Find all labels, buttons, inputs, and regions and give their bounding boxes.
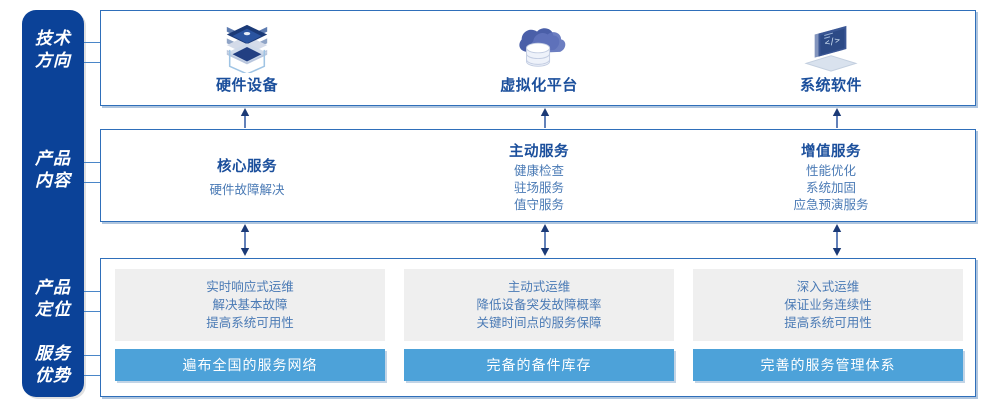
connector-line xyxy=(84,62,101,63)
rail-label-product-position: 产品 定位 xyxy=(22,277,84,321)
positioning-line: 提高系统可用性 xyxy=(784,316,872,330)
connector-line xyxy=(84,375,101,376)
rail-label-service-advantage: 服务 优势 xyxy=(22,343,84,387)
content-item: 应急预演服务 xyxy=(793,197,869,212)
positioning-line: 主动式运维 xyxy=(507,280,571,294)
category-rail xyxy=(22,10,84,397)
connector-line xyxy=(84,42,101,43)
rail-label-line: 产品 xyxy=(35,149,71,168)
laptop-code-icon: </> xyxy=(804,25,858,72)
rail-label-line: 技术 xyxy=(35,29,71,48)
content-column-value-added-service[interactable]: 增值服务 性能优化 系统加固 应急预演服务 xyxy=(685,130,977,223)
content-item: 值守服务 xyxy=(513,197,564,212)
connector-line xyxy=(84,182,101,183)
content-column-proactive-service[interactable]: 主动服务 健康检查 驻场服务 值守服务 xyxy=(393,130,685,223)
advantage-bar-label: 完善的服务管理体系 xyxy=(760,357,896,373)
positioning-line: 降低设备突发故障概率 xyxy=(476,298,602,312)
rail-label-tech-direction: 技术 方向 xyxy=(22,28,84,72)
arrow-up-hardware xyxy=(240,108,250,128)
positioning-line: 提高系统可用性 xyxy=(206,316,294,330)
rail-label-line: 定位 xyxy=(35,300,71,319)
content-item: 硬件故障解决 xyxy=(209,182,285,197)
positioning-line: 深入式运维 xyxy=(796,280,860,294)
content-column-core-service[interactable]: 核心服务 硬件故障解决 xyxy=(101,130,393,223)
content-item: 性能优化 xyxy=(805,163,856,178)
advantage-bar-label: 完备的备件库存 xyxy=(486,357,592,373)
tech-column-virtualization[interactable]: 虚拟化平台 xyxy=(393,11,685,107)
svg-text:</>: </> xyxy=(824,35,842,48)
positioning-line: 解决基本故障 xyxy=(212,298,288,312)
connector-line xyxy=(84,291,101,292)
connector-line xyxy=(84,311,101,312)
tech-column-system-software[interactable]: </> 系统软件 xyxy=(685,11,977,107)
tech-title: 系统软件 xyxy=(799,77,862,94)
arrow-double-value-added-service xyxy=(832,224,842,256)
tech-title: 虚拟化平台 xyxy=(500,77,578,94)
connector-line xyxy=(84,355,101,356)
server-stack-icon xyxy=(226,24,268,73)
positioning-card-indepth[interactable]: 深入式运维 保证业务连续性 提高系统可用性 xyxy=(693,269,963,341)
arrow-double-proactive-service xyxy=(540,224,550,256)
connector-line xyxy=(84,162,101,163)
product-content-panel: 核心服务 硬件故障解决 主动服务 健康检查 驻场服务 值守服务 增值服务 性能优… xyxy=(100,129,976,222)
positioning-line: 关键时间点的服务保障 xyxy=(476,316,602,330)
advantage-bar-spare-parts[interactable]: 完备的备件库存 xyxy=(404,349,674,381)
rail-label-line: 产品 xyxy=(35,278,71,297)
advantage-bar-label: 遍布全国的服务网络 xyxy=(182,357,318,373)
rail-label-line: 内容 xyxy=(35,171,71,190)
arrow-double-core-service xyxy=(240,224,250,256)
content-item: 系统加固 xyxy=(805,180,856,195)
positioning-advantage-panel: 实时响应式运维 解决基本故障 提高系统可用性 主动式运维 降低设备突发故障概率 … xyxy=(100,258,976,397)
content-title: 核心服务 xyxy=(217,158,277,175)
arrow-up-virtualization xyxy=(540,108,550,128)
tech-direction-panel: 硬件设备 虚拟化平台 xyxy=(100,10,976,106)
content-item: 健康检查 xyxy=(513,163,564,178)
positioning-line: 实时响应式运维 xyxy=(206,280,294,294)
content-title: 主动服务 xyxy=(509,143,569,160)
positioning-line: 保证业务连续性 xyxy=(784,298,872,312)
rail-label-line: 服务 xyxy=(35,344,71,363)
rail-label-line: 优势 xyxy=(35,366,71,385)
advantage-bar-service-network[interactable]: 遍布全国的服务网络 xyxy=(115,349,385,381)
rail-label-product-content: 产品 内容 xyxy=(22,148,84,192)
positioning-card-proactive[interactable]: 主动式运维 降低设备突发故障概率 关键时间点的服务保障 xyxy=(404,269,674,341)
advantage-bar-management-system[interactable]: 完善的服务管理体系 xyxy=(693,349,963,381)
tech-column-hardware[interactable]: 硬件设备 xyxy=(101,11,393,107)
positioning-card-realtime[interactable]: 实时响应式运维 解决基本故障 提高系统可用性 xyxy=(115,269,385,341)
arrow-up-system-software xyxy=(832,108,842,128)
rail-label-line: 方向 xyxy=(35,51,71,70)
cloud-database-icon xyxy=(519,28,566,67)
content-item: 驻场服务 xyxy=(513,180,564,195)
tech-title: 硬件设备 xyxy=(215,77,278,94)
content-title: 增值服务 xyxy=(801,143,861,160)
